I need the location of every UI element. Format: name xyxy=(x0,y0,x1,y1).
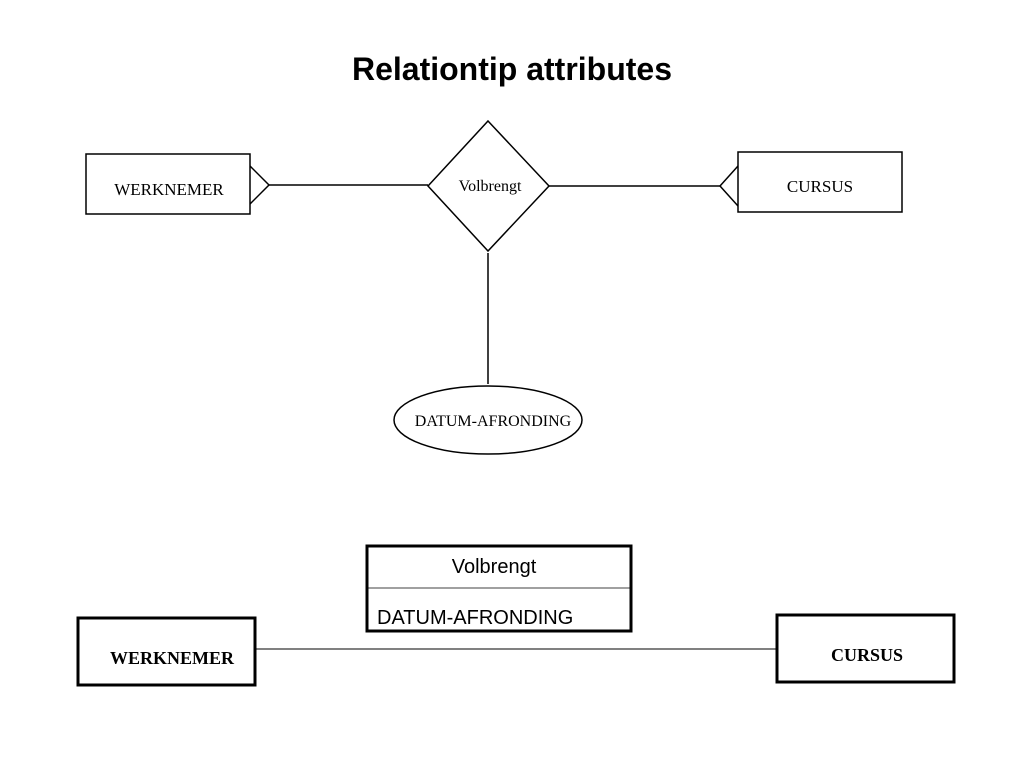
association-class-box xyxy=(365,544,633,633)
attribute-datum-afronding: DATUM-AFRONDING xyxy=(393,385,583,455)
class-label: CURSUS xyxy=(831,645,903,665)
association-class-volbrengt: Volbrengt DATUM-AFRONDING xyxy=(365,544,633,633)
relationship-label: Volbrengt xyxy=(459,178,522,195)
crows-foot-right xyxy=(719,165,739,207)
class-box xyxy=(76,616,257,687)
attribute-label: DATUM-AFRONDING xyxy=(415,413,572,430)
class-box xyxy=(775,613,956,684)
relationship-volbrengt: Volbrengt xyxy=(426,119,551,253)
entity-box xyxy=(737,151,903,213)
entity-box xyxy=(85,153,251,215)
class-diagram: Volbrengt DATUM-AFRONDING WERKNEMER CURS… xyxy=(76,544,956,687)
er-diagram: WERKNEMER Volbrengt xyxy=(85,119,903,455)
relationship-diamond xyxy=(426,119,551,253)
entity-werknemer: WERKNEMER xyxy=(85,153,251,215)
page-title: Relationtip attributes xyxy=(352,51,672,87)
entity-label: WERKNEMER xyxy=(114,180,224,199)
entity-cursus: CURSUS xyxy=(737,151,903,213)
class-label: WERKNEMER xyxy=(110,648,235,668)
class-cursus: CURSUS xyxy=(775,613,956,684)
association-class-name: Volbrengt xyxy=(452,556,537,578)
attribute-ellipse xyxy=(393,385,583,455)
crows-foot-left xyxy=(249,165,270,205)
entity-label: CURSUS xyxy=(787,177,853,196)
association-class-attribute: DATUM-AFRONDING xyxy=(377,607,573,629)
class-werknemer: WERKNEMER xyxy=(76,616,257,687)
